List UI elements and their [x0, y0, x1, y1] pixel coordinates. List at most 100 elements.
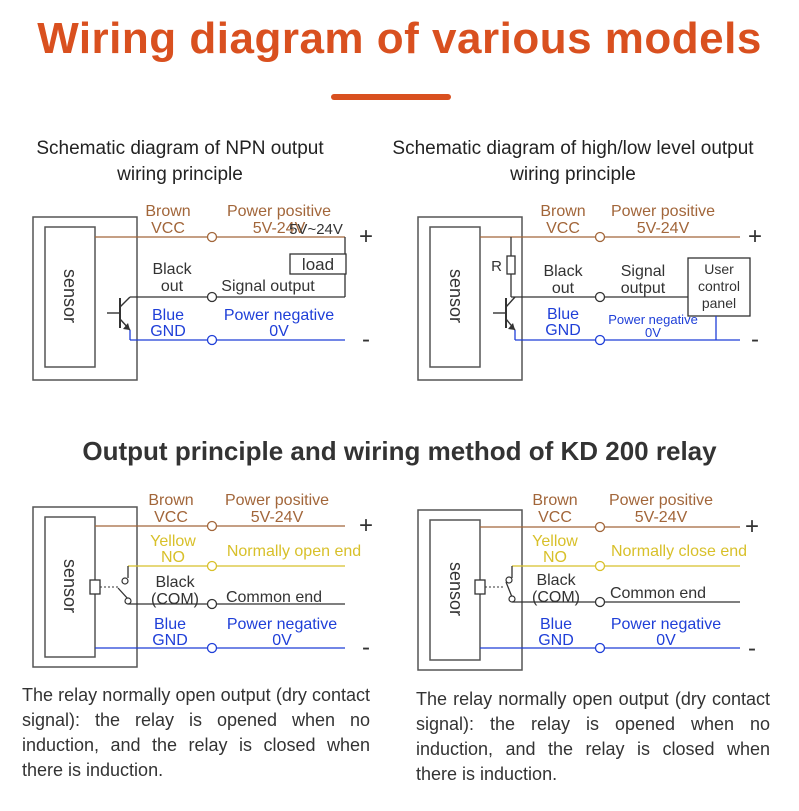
relay-open-minus-sign: -: [362, 634, 370, 661]
relay-close-contact-point: [505, 576, 513, 584]
npn-out-terminal: [206, 291, 218, 303]
relay-close-vcc-label: VCC: [538, 509, 572, 526]
level-user-panel-box: [687, 257, 751, 317]
relay-close-coil: [474, 579, 486, 595]
level-black-label: Black: [543, 263, 583, 280]
level-gnd-terminal: [594, 334, 606, 346]
npn-sensor-label: sensor: [60, 269, 80, 323]
npn-signal-output-label: Signal output: [221, 278, 315, 295]
npn-out-label: out: [161, 278, 184, 295]
relay-close-sensor-housing: [417, 509, 523, 671]
relay-open-yellow-label: Yellow: [150, 533, 196, 550]
relay-open-no-label: NO: [161, 549, 185, 566]
relay-open-com-label: (COM): [151, 591, 199, 608]
relay-close-common-end-label: Common end: [610, 585, 706, 602]
relay-close-com-point: [508, 595, 516, 603]
npn-blue-label: Blue: [152, 307, 184, 324]
title-underline: [331, 94, 451, 100]
npn-zero-v-label: 0V: [269, 323, 289, 340]
relay-close-yellow-label: Yellow: [532, 533, 578, 550]
relay-open-contact-arm: [117, 587, 129, 600]
relay-close-description: The relay normally open output (dry cont…: [416, 689, 770, 784]
relay-close-gnd-label: GND: [538, 632, 574, 649]
level-zero-v-label: 0V: [645, 325, 661, 340]
level-title-line2: wiring principle: [510, 164, 636, 185]
level-resistor-label: R: [491, 258, 502, 275]
relay-open-black-label: Black: [155, 574, 195, 591]
level-out-label: out: [552, 280, 575, 297]
relay-open-vcc-terminal: [206, 520, 218, 532]
npn-vcc-label: VCC: [151, 220, 185, 237]
level-sensor-housing: [417, 216, 523, 381]
npn-collector-lead: [119, 296, 131, 308]
npn-title-line1: Schematic diagram of NPN output: [36, 138, 324, 159]
npn-minus-sign: -: [362, 326, 370, 353]
relay-open-vcc-label: VCC: [154, 509, 188, 526]
level-minus-sign: -: [751, 326, 759, 353]
level-emitter-arrow: [508, 323, 515, 330]
relay-open-com-terminal: [206, 598, 218, 610]
relay-open-end-label: Normally open end: [227, 543, 361, 560]
relay-close-sensor-label: sensor: [446, 562, 466, 616]
npn-vcc-terminal: [206, 231, 218, 243]
npn-sensor-box: [44, 226, 96, 368]
npn-sensor-housing: [32, 216, 138, 381]
relay-close-end-label: Normally close end: [611, 543, 747, 560]
level-out-terminal: [594, 291, 606, 303]
npn-emitter-arrow: [123, 323, 130, 330]
relay-open-power-positive-label: Power positive: [225, 492, 329, 509]
relay-close-power-positive-label: Power positive: [609, 492, 713, 509]
npn-brown-label: Brown: [145, 203, 190, 220]
level-title-line1: Schematic diagram of high/low level outp…: [392, 138, 754, 159]
relay-close-blue-label: Blue: [540, 616, 572, 633]
relay-open-sensor-label: sensor: [60, 559, 80, 613]
npn-title-line2: wiring principle: [117, 164, 243, 185]
relay-open-voltage-label: 5V-24V: [251, 509, 304, 526]
level-signal-label: Signal: [621, 263, 665, 280]
relay-open-power-negative-label: Power negative: [227, 616, 337, 633]
relay-close-gnd-terminal: [594, 642, 606, 654]
level-panel-line2: control: [698, 278, 740, 294]
npn-black-label: Black: [152, 261, 192, 278]
relay-close-plus-sign: +: [745, 513, 759, 540]
relay-section-title: Output principle and wiring method of KD…: [82, 436, 717, 466]
relay-open-brown-label: Brown: [148, 492, 193, 509]
relay-close-power-negative-label: Power negative: [611, 616, 721, 633]
relay-open-contact-point: [121, 577, 129, 585]
relay-close-contact-arm: [505, 581, 513, 598]
level-collector-lead: [505, 296, 516, 308]
level-panel-line1: User: [704, 261, 734, 277]
npn-panel-title: Schematic diagram of NPN output wiring p…: [10, 136, 350, 188]
relay-open-common-end-label: Common end: [226, 589, 322, 606]
level-voltage-label: 5V-24V: [637, 220, 690, 237]
npn-power-positive-label: Power positive: [227, 203, 331, 220]
level-panel-title: Schematic diagram of high/low level outp…: [368, 136, 778, 188]
level-plus-sign: +: [748, 223, 762, 250]
relay-close-vcc-terminal: [594, 521, 606, 533]
relay-open-gnd-label: GND: [152, 632, 188, 649]
relay-close-minus-sign: -: [748, 635, 756, 662]
level-power-positive-label: Power positive: [611, 203, 715, 220]
page-title: Wiring diagram of various models: [37, 14, 762, 63]
relay-close-com-label: (COM): [532, 589, 580, 606]
level-output-label: output: [621, 280, 666, 297]
npn-load-voltage-label: 5V~24V: [289, 221, 343, 238]
relay-open-description: The relay normally open output (dry cont…: [22, 685, 370, 780]
npn-gnd-terminal: [206, 334, 218, 346]
relay-close-zero-v-label: 0V: [656, 632, 676, 649]
level-sensor-box: [429, 226, 481, 368]
relay-open-gnd-terminal: [206, 642, 218, 654]
relay-open-blue-label: Blue: [154, 616, 186, 633]
relay-close-black-label: Black: [536, 572, 576, 589]
relay-close-nc-label: NO: [543, 549, 567, 566]
level-brown-label: Brown: [540, 203, 585, 220]
level-vcc-terminal: [594, 231, 606, 243]
npn-gnd-label: GND: [150, 323, 186, 340]
relay-close-brown-label: Brown: [532, 492, 577, 509]
npn-voltage-label: 5V-24V: [253, 220, 306, 237]
level-blue-label: Blue: [547, 306, 579, 323]
level-vcc-label: VCC: [546, 220, 580, 237]
level-panel-line3: panel: [702, 295, 736, 311]
